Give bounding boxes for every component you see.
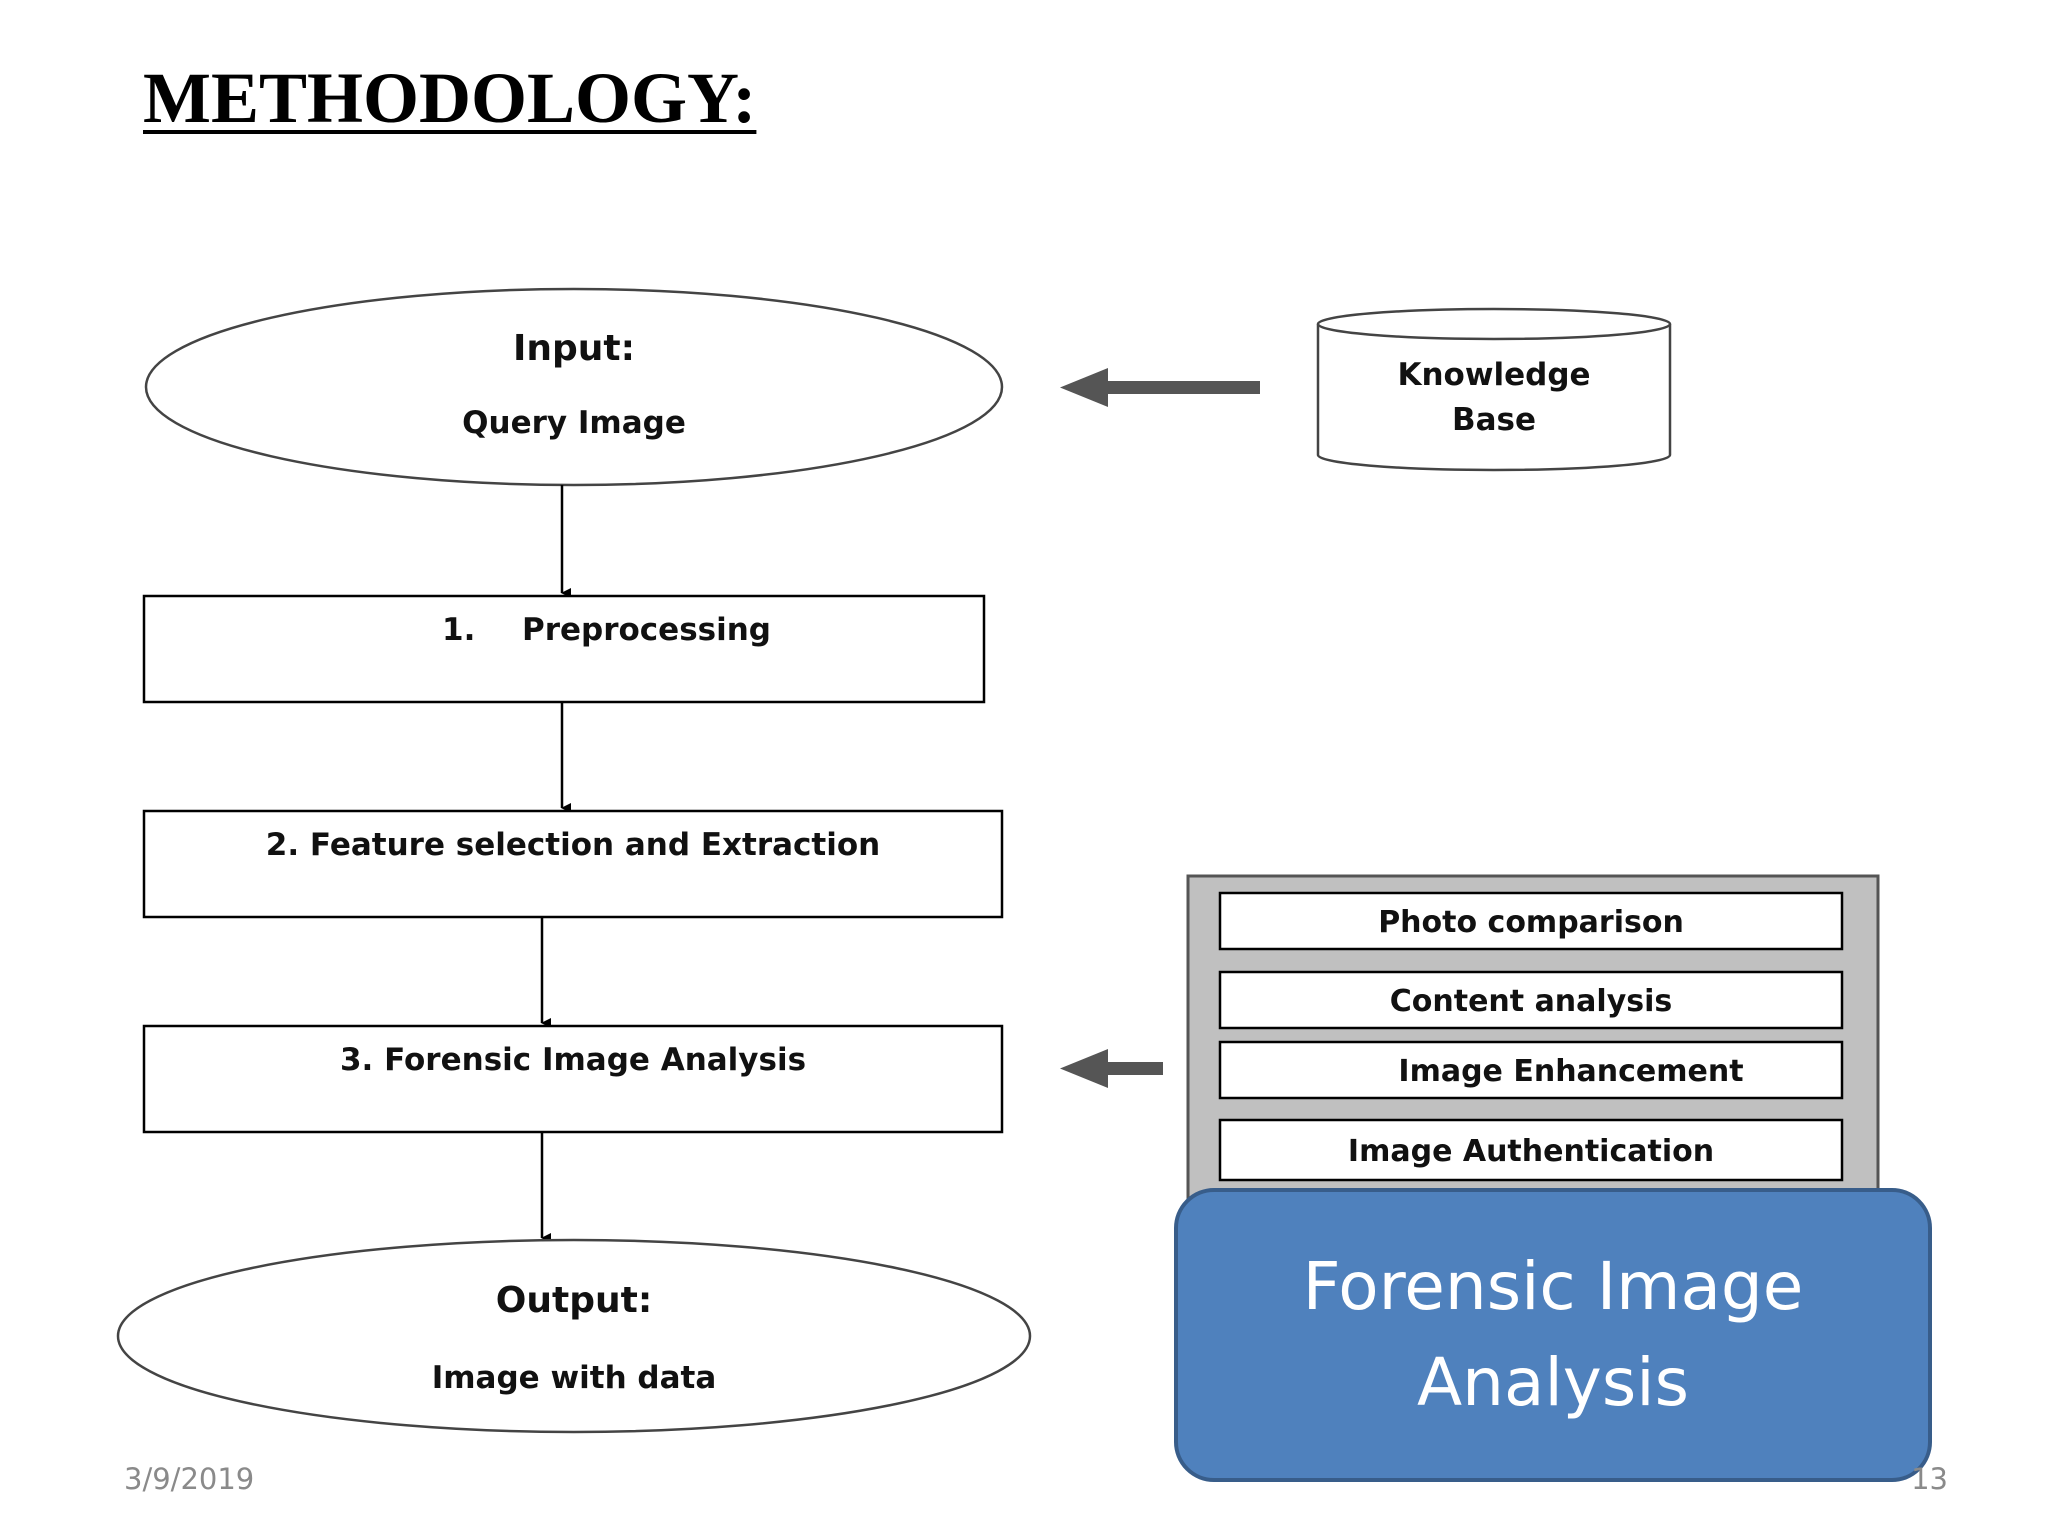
- slide-title: METHODOLOGY:: [143, 58, 757, 138]
- input-label: Query Image: [462, 405, 686, 441]
- technique-image-authentication: Image Authentication: [1348, 1134, 1714, 1169]
- technique-box: [1218, 970, 1844, 1030]
- technique-box: [1218, 891, 1844, 951]
- step2-label: 2. Feature selection and Extraction: [266, 827, 880, 863]
- callout-line1: Forensic Image: [1302, 1248, 1804, 1325]
- technique-content-analysis: Content analysis: [1390, 984, 1673, 1019]
- knowledge-base-line1: Knowledge: [1397, 357, 1590, 393]
- technique-box: [1218, 1118, 1844, 1182]
- technique-box: [1218, 1040, 1844, 1100]
- input-node: Input: Query Image: [144, 287, 1004, 487]
- output-heading: Output:: [496, 1280, 652, 1321]
- arrow-techniques-to-step3: [1060, 1049, 1163, 1088]
- callout-line2: Analysis: [1417, 1344, 1689, 1421]
- forensic-analysis-callout: Forensic Image Analysis: [1174, 1188, 1932, 1482]
- step-preprocessing: 1. Preprocessing: [142, 594, 986, 704]
- knowledge-base-line2: Base: [1452, 402, 1536, 438]
- technique-photo-comparison: Photo comparison: [1378, 905, 1684, 940]
- technique-image-enhancement: Image Enhancement: [1398, 1054, 1743, 1089]
- techniques-panel: Photo comparison Content analysis Image …: [1186, 874, 1880, 1208]
- output-label: Image with data: [432, 1360, 717, 1396]
- step1-number: 1.: [442, 612, 475, 648]
- arrow-knowledge-to-input: [1060, 368, 1260, 407]
- output-node: Output: Image with data: [116, 1238, 1032, 1434]
- input-heading: Input:: [513, 328, 635, 369]
- step-forensic-analysis: 3. Forensic Image Analysis: [142, 1024, 1004, 1134]
- footer-date: 3/9/2019: [124, 1462, 255, 1496]
- step1-label: Preprocessing: [522, 612, 771, 648]
- footer-page-number: 13: [1911, 1462, 1948, 1496]
- knowledge-base-cylinder: Knowledge Base: [1316, 307, 1672, 472]
- step3-label: 3. Forensic Image Analysis: [340, 1042, 806, 1078]
- step-feature-extraction: 2. Feature selection and Extraction: [142, 809, 1004, 919]
